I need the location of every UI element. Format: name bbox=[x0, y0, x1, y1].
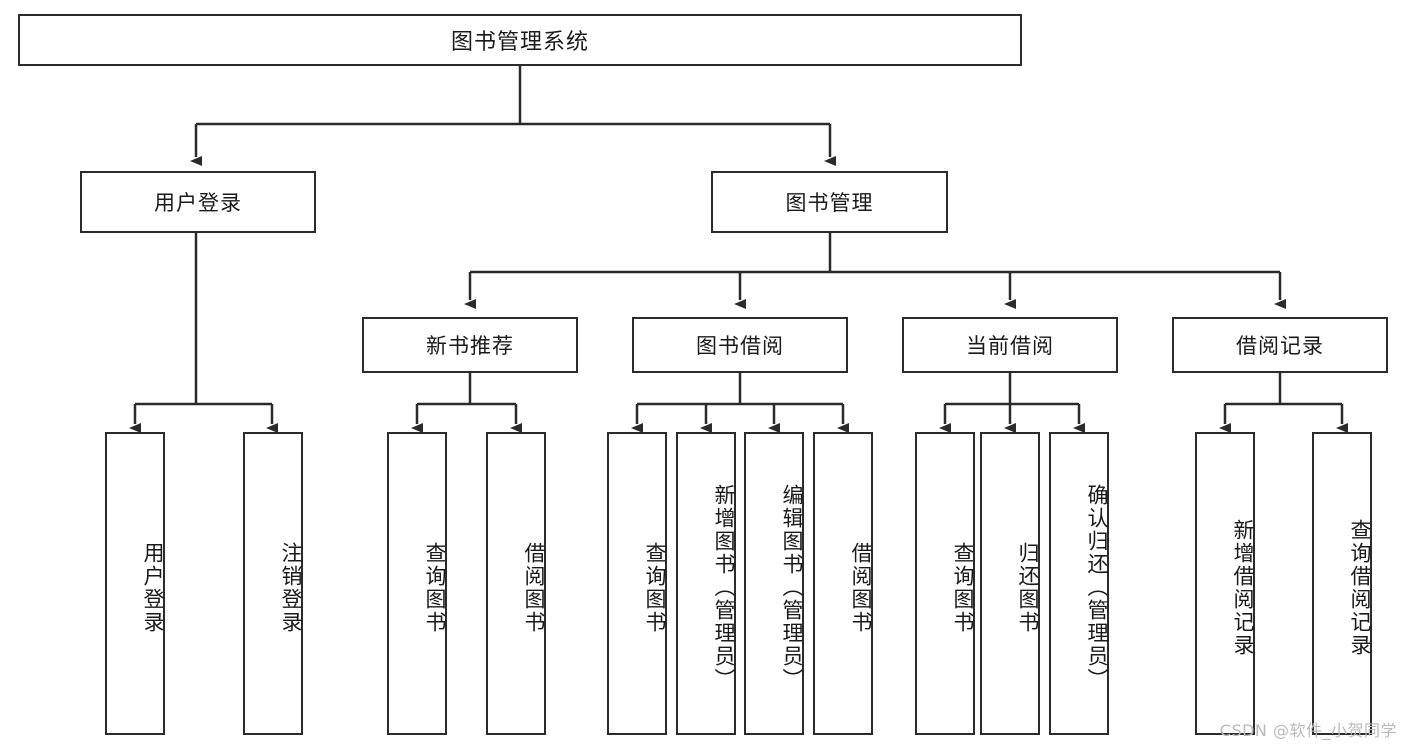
leaf-edit-book[interactable]: 编辑图书（管理员） bbox=[744, 432, 804, 735]
leaf-return-book[interactable]: 归还图书 bbox=[980, 432, 1040, 735]
node-current-borrow-label: 当前借阅 bbox=[966, 334, 1054, 358]
node-book-management[interactable]: 图书管理 bbox=[711, 171, 948, 233]
leaf-add-book-label: 新增图书（管理员） bbox=[712, 484, 736, 691]
leaf-user-logout[interactable]: 注销登录 bbox=[243, 432, 303, 735]
leaf-query-book-1-label: 查询图书 bbox=[423, 541, 447, 634]
leaf-confirm-return[interactable]: 确认归还（管理员） bbox=[1049, 432, 1109, 735]
node-book-borrow-label: 图书借阅 bbox=[696, 334, 784, 358]
leaf-add-book[interactable]: 新增图书（管理员） bbox=[676, 432, 736, 735]
node-new-book-recommend[interactable]: 新书推荐 bbox=[362, 317, 578, 373]
leaf-edit-book-label: 编辑图书（管理员） bbox=[780, 484, 804, 691]
leaf-borrow-book-1-label: 借阅图书 bbox=[522, 541, 546, 634]
leaf-query-record-label: 查询借阅记录 bbox=[1348, 518, 1372, 657]
leaf-borrow-book-2-label: 借阅图书 bbox=[849, 541, 873, 634]
leaf-query-book-1[interactable]: 查询图书 bbox=[387, 432, 447, 735]
leaf-borrow-book-1[interactable]: 借阅图书 bbox=[486, 432, 546, 735]
node-new-book-recommend-label: 新书推荐 bbox=[426, 334, 514, 358]
leaf-query-book-2[interactable]: 查询图书 bbox=[607, 432, 667, 735]
node-current-borrow[interactable]: 当前借阅 bbox=[902, 317, 1118, 373]
leaf-confirm-return-label: 确认归还（管理员） bbox=[1085, 484, 1109, 691]
node-borrow-record-label: 借阅记录 bbox=[1236, 334, 1324, 358]
node-borrow-record[interactable]: 借阅记录 bbox=[1172, 317, 1388, 373]
leaf-user-login[interactable]: 用户登录 bbox=[105, 432, 165, 735]
leaf-query-book-3-label: 查询图书 bbox=[951, 541, 975, 634]
node-book-borrow[interactable]: 图书借阅 bbox=[632, 317, 848, 373]
node-book-management-label: 图书管理 bbox=[785, 191, 874, 215]
leaf-return-book-label: 归还图书 bbox=[1016, 541, 1040, 634]
leaf-query-book-2-label: 查询图书 bbox=[643, 541, 667, 634]
leaf-borrow-book-2[interactable]: 借阅图书 bbox=[813, 432, 873, 735]
node-user-login-label: 用户登录 bbox=[154, 191, 242, 215]
node-root-label: 图书管理系统 bbox=[450, 30, 589, 55]
leaf-user-logout-label: 注销登录 bbox=[279, 541, 303, 634]
leaf-query-book-3[interactable]: 查询图书 bbox=[915, 432, 975, 735]
leaf-user-login-label: 用户登录 bbox=[141, 541, 165, 634]
node-root[interactable]: 图书管理系统 bbox=[18, 14, 1022, 66]
leaf-add-record[interactable]: 新增借阅记录 bbox=[1195, 432, 1255, 735]
node-user-login[interactable]: 用户登录 bbox=[80, 171, 316, 233]
leaf-add-record-label: 新增借阅记录 bbox=[1231, 518, 1255, 657]
watermark-text: CSDN @软件_小贺同学 bbox=[1219, 721, 1397, 740]
leaf-query-record[interactable]: 查询借阅记录 bbox=[1312, 432, 1372, 735]
